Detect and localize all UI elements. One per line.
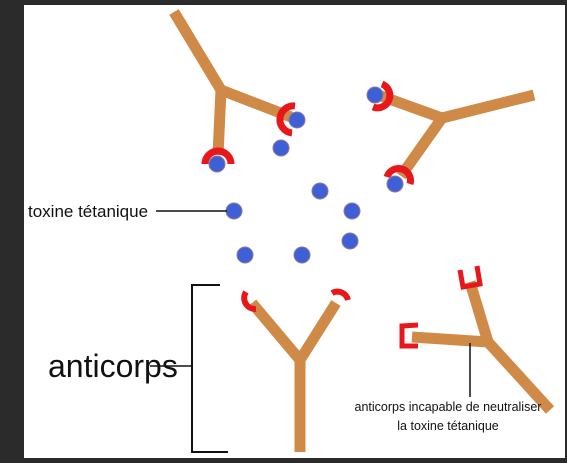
- toxin-molecules: [208, 86, 404, 264]
- toxin-molecule: [366, 86, 384, 104]
- toxin-molecule: [311, 182, 329, 200]
- binding-site-top-left-2: [276, 102, 296, 137]
- toxin-molecule: [208, 155, 226, 173]
- binding-site-top-right-2: [383, 165, 414, 186]
- toxin-molecule: [293, 246, 311, 264]
- antibody-incapable: [411, 280, 555, 414]
- binding-site-bottom-center-2: [330, 288, 351, 302]
- toxin-molecule: [288, 111, 306, 129]
- toxin-molecule: [225, 202, 243, 220]
- incapable-label-line2: la toxine tétanique: [397, 419, 499, 433]
- binding-site-top-right-1: [371, 80, 394, 112]
- antibodies-label: anticorps: [48, 348, 178, 384]
- toxin-molecule: [272, 139, 290, 157]
- antibody-bracket: [191, 284, 228, 453]
- toxin-molecule: [236, 246, 254, 264]
- binding-site-top-left-1: [201, 147, 235, 165]
- binding-site-bottom-center-1: [241, 290, 257, 312]
- incapable-label-line1: anticorps incapable de neutraliser: [355, 400, 542, 414]
- toxin-label: toxine tétanique: [28, 202, 148, 221]
- toxin-molecule: [386, 175, 404, 193]
- blocked-site-incapable: [399, 265, 483, 349]
- toxin-molecule: [341, 232, 359, 250]
- toxin-molecule: [343, 202, 361, 220]
- antibody-bottom-center: [247, 299, 341, 452]
